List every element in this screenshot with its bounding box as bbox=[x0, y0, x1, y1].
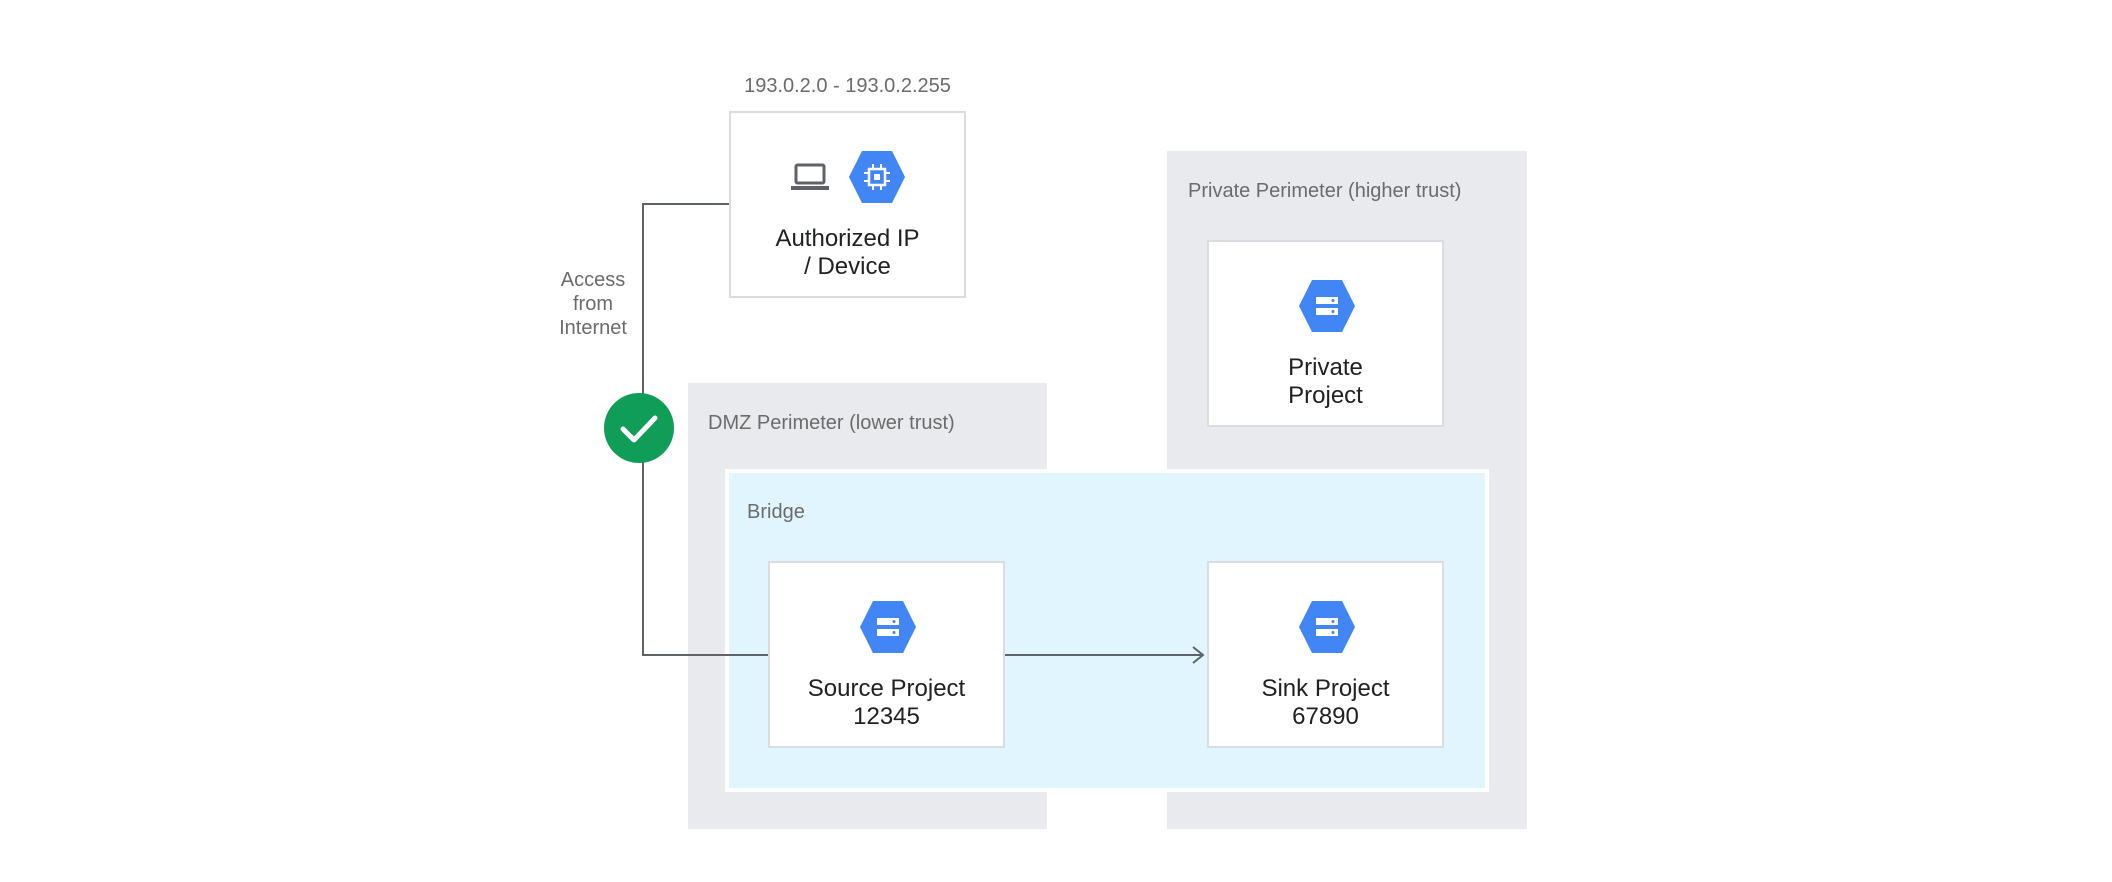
storage-icon bbox=[860, 601, 916, 653]
private-project-label: Private Project bbox=[1209, 354, 1442, 410]
access-annotation-line: Access bbox=[560, 269, 626, 291]
access-annotation: Access from Internet bbox=[543, 268, 643, 340]
ip-range-label: 193.0.2.0 - 193.0.2.255 bbox=[744, 75, 951, 97]
private-project-card: Private Project bbox=[1207, 240, 1444, 427]
sink-project-label: Sink Project 67890 bbox=[1209, 675, 1442, 731]
authorized-device-label-line: Authorized IP bbox=[775, 225, 920, 252]
authorized-device-label: Authorized IP / Device bbox=[731, 225, 964, 281]
bridge-data-arrow-head bbox=[1192, 646, 1205, 664]
storage-icon bbox=[1299, 601, 1355, 653]
access-annotation-line: from bbox=[573, 293, 613, 315]
sink-project-card: Sink Project 67890 bbox=[1207, 561, 1444, 748]
laptop-icon bbox=[791, 163, 829, 190]
access-annotation-line: Internet bbox=[559, 317, 627, 339]
storage-icon bbox=[1299, 280, 1355, 332]
private-project-label-line: Private bbox=[1288, 354, 1363, 381]
check-icon bbox=[604, 393, 674, 463]
private-project-label-line: Project bbox=[1288, 382, 1363, 409]
source-project-label: Source Project 12345 bbox=[770, 675, 1003, 731]
authorized-device-label-line: / Device bbox=[804, 253, 891, 280]
sink-project-label-line: Sink Project bbox=[1261, 675, 1390, 702]
source-project-label-line: 12345 bbox=[853, 703, 920, 730]
sink-project-label-line: 67890 bbox=[1292, 703, 1359, 730]
source-project-label-line: Source Project bbox=[807, 675, 966, 702]
bridge-label: Bridge bbox=[747, 501, 805, 523]
compute-engine-icon bbox=[849, 151, 905, 203]
dmz-perimeter-label: DMZ Perimeter (lower trust) bbox=[708, 412, 955, 434]
private-perimeter-label: Private Perimeter (higher trust) bbox=[1188, 180, 1462, 202]
source-project-card: Source Project 12345 bbox=[768, 561, 1005, 748]
authorized-device-card: Authorized IP / Device bbox=[729, 111, 966, 298]
